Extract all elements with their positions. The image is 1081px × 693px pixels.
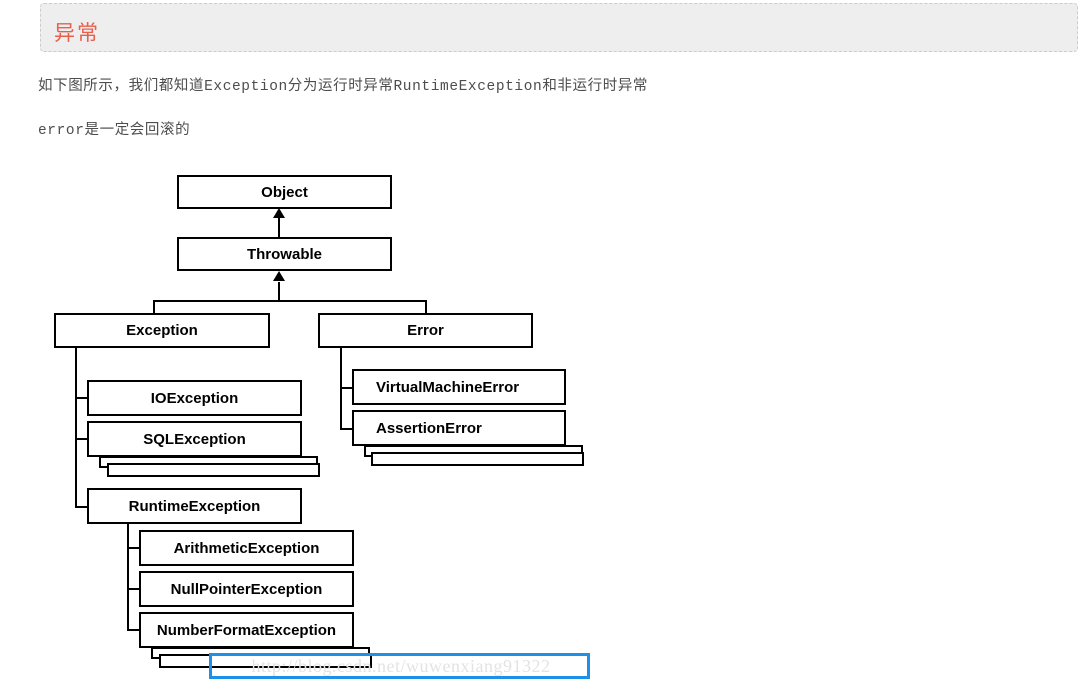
intro-paragraph-2: error是一定会回滚的 xyxy=(38,123,191,139)
connector-runtimeexception-to-nullpointerexception xyxy=(127,588,140,590)
connector-branch-to-throwable xyxy=(278,282,280,302)
connector-branch-drop-exception xyxy=(153,300,155,314)
node-numberformatexception-label: NumberFormatException xyxy=(156,621,337,639)
node-assertionerror-label: AssertionError xyxy=(376,419,482,437)
connector-throwable-to-object xyxy=(278,218,280,237)
page-title: 异常 xyxy=(54,21,100,45)
node-numberformatexception[interactable]: NumberFormatException xyxy=(139,612,354,648)
page-title-banner: 异常 xyxy=(40,3,1078,52)
arrow-throwable-to-object xyxy=(273,208,285,218)
node-ioexception-label: IOException xyxy=(150,389,239,407)
arrow-branch-to-throwable xyxy=(273,271,285,281)
connector-exception-trunk xyxy=(75,347,77,507)
watermark-highlight-box xyxy=(209,653,590,679)
node-assertionerror[interactable]: AssertionError xyxy=(352,410,566,446)
node-throwable[interactable]: Throwable xyxy=(177,237,392,271)
node-error-label: Error xyxy=(407,322,444,339)
connector-branch-bar xyxy=(153,300,427,302)
watermark-url: http://blog.csdn.net/wuwenxiang91322 xyxy=(251,655,551,676)
connector-error-to-assertionerror xyxy=(340,428,353,430)
node-ioexception[interactable]: IOException xyxy=(87,380,302,416)
node-arithmeticexception-label: ArithmeticException xyxy=(173,539,320,557)
node-error[interactable]: Error xyxy=(318,313,533,348)
node-nullpointerexception-label: NullPointerException xyxy=(170,580,323,598)
node-throwable-label: Throwable xyxy=(246,245,322,263)
connector-branch-drop-error xyxy=(425,300,427,314)
connector-runtimeexception-to-numberformatexception xyxy=(127,629,140,631)
node-arithmeticexception[interactable]: ArithmeticException xyxy=(139,530,354,566)
connector-runtimeexception-trunk xyxy=(127,523,129,631)
connector-exception-to-runtimeexception xyxy=(75,506,88,508)
node-sqlexception-label: SQLException xyxy=(143,430,246,448)
node-virtualmachineerror[interactable]: VirtualMachineError xyxy=(352,369,566,405)
node-runtimeexception[interactable]: RuntimeException xyxy=(87,488,302,524)
connector-error-to-virtualmachineerror xyxy=(340,387,353,389)
node-runtimeexception-label: RuntimeException xyxy=(128,497,261,515)
node-sqlexception[interactable]: SQLException xyxy=(87,421,302,457)
node-object-label: Object xyxy=(261,183,308,201)
intro-paragraph-1: 如下图所示，我们都知道Exception分为运行时异常RuntimeExcept… xyxy=(38,79,649,95)
node-virtualmachineerror-label: VirtualMachineError xyxy=(376,378,520,396)
node-object[interactable]: Object xyxy=(177,175,392,209)
node-exception-label: Exception xyxy=(126,322,198,339)
connector-runtimeexception-to-arithmeticexception xyxy=(127,547,140,549)
connector-exception-to-ioexception xyxy=(75,397,88,399)
node-nullpointerexception[interactable]: NullPointerException xyxy=(139,571,354,607)
node-exception[interactable]: Exception xyxy=(54,313,270,348)
connector-exception-to-sqlexception xyxy=(75,438,88,440)
stack-strip-error-2 xyxy=(371,452,584,466)
stack-strip-exception-2 xyxy=(107,463,320,477)
